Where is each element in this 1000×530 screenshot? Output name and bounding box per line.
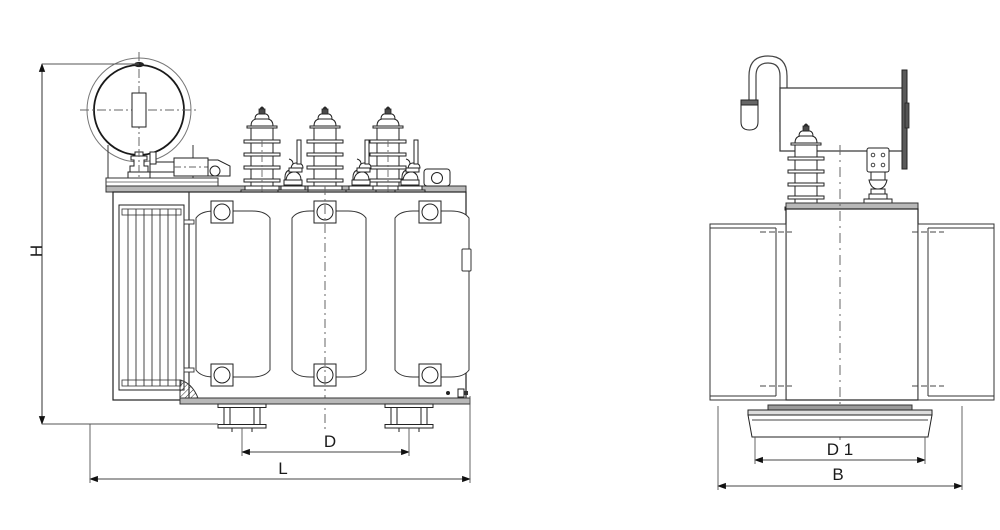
lv-terminal-pad <box>863 147 893 204</box>
front-elevation-view: H D L <box>27 52 472 483</box>
tank-body-side <box>709 208 995 401</box>
roller-i-beam <box>384 403 434 433</box>
hv-bushing <box>303 106 347 194</box>
dimension-label-D1: D 1 <box>827 440 853 459</box>
dimension-L: L <box>89 396 471 483</box>
conservator-tank <box>80 52 198 186</box>
dimension-B: B <box>717 406 963 490</box>
nameplate <box>461 248 472 272</box>
lv-bushing <box>277 139 309 194</box>
lifting-lug <box>423 168 451 187</box>
tank-wall-panel <box>195 200 271 387</box>
tank-wall-panel <box>291 200 367 387</box>
base-channel <box>747 404 933 438</box>
connecting-pipe <box>149 151 231 177</box>
dimension-D: D <box>241 428 410 456</box>
dimension-D1: D 1 <box>754 437 926 464</box>
silica-gel-breather <box>740 55 800 132</box>
roller-i-beam <box>217 403 267 433</box>
side-elevation-view: D 1 B <box>709 55 995 490</box>
tank-cover-plate-side <box>785 202 919 210</box>
dimension-H: H <box>27 63 218 425</box>
dimension-label-H: H <box>27 245 46 257</box>
dimension-label-D: D <box>324 432 336 451</box>
dimension-label-L: L <box>278 459 287 478</box>
drain-valve <box>446 388 468 398</box>
tank-wall-panel <box>394 200 470 387</box>
oil-level-gauge <box>131 92 147 128</box>
radiator-fins <box>118 204 195 391</box>
base-skid <box>179 397 471 405</box>
dimension-label-B: B <box>832 465 843 484</box>
